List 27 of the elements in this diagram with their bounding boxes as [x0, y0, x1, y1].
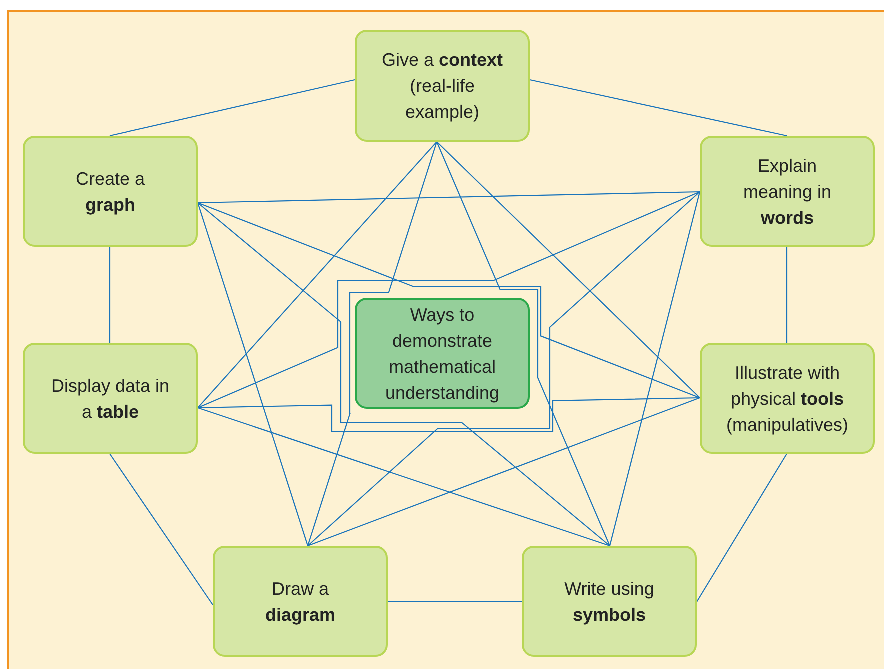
topic-box: Draw a diagram	[213, 546, 388, 657]
topic-box: Write using symbols	[522, 546, 697, 657]
connector-line	[436, 142, 700, 398]
connector-line	[198, 191, 700, 204]
connector-line	[609, 192, 701, 546]
topic-box: Illustrate with physical tools (manipulatives)	[700, 343, 875, 454]
central-topic-box: Ways to demonstrate mathematical understanding	[355, 298, 530, 409]
connector-line	[308, 397, 700, 547]
connector-line	[696, 454, 788, 602]
connector-line	[197, 202, 309, 546]
connector-line	[307, 142, 438, 546]
connector-line	[110, 79, 356, 137]
connector-line	[198, 407, 610, 547]
connector-line	[388, 601, 522, 603]
connector-line	[109, 247, 111, 343]
topic-box: Display data in a table	[23, 343, 198, 454]
connector-line	[198, 202, 610, 546]
connector-line	[530, 79, 788, 137]
topic-box: Create a graph	[23, 136, 198, 247]
topic-box: Explain meaning in words	[700, 136, 875, 247]
connector-line	[308, 192, 700, 546]
connector-line	[198, 142, 438, 408]
connector-line	[110, 454, 214, 606]
topic-box: Give a context (real-life example)	[355, 30, 530, 142]
connector-line	[786, 247, 788, 343]
connector-line	[436, 142, 610, 546]
connector-line	[198, 397, 700, 433]
